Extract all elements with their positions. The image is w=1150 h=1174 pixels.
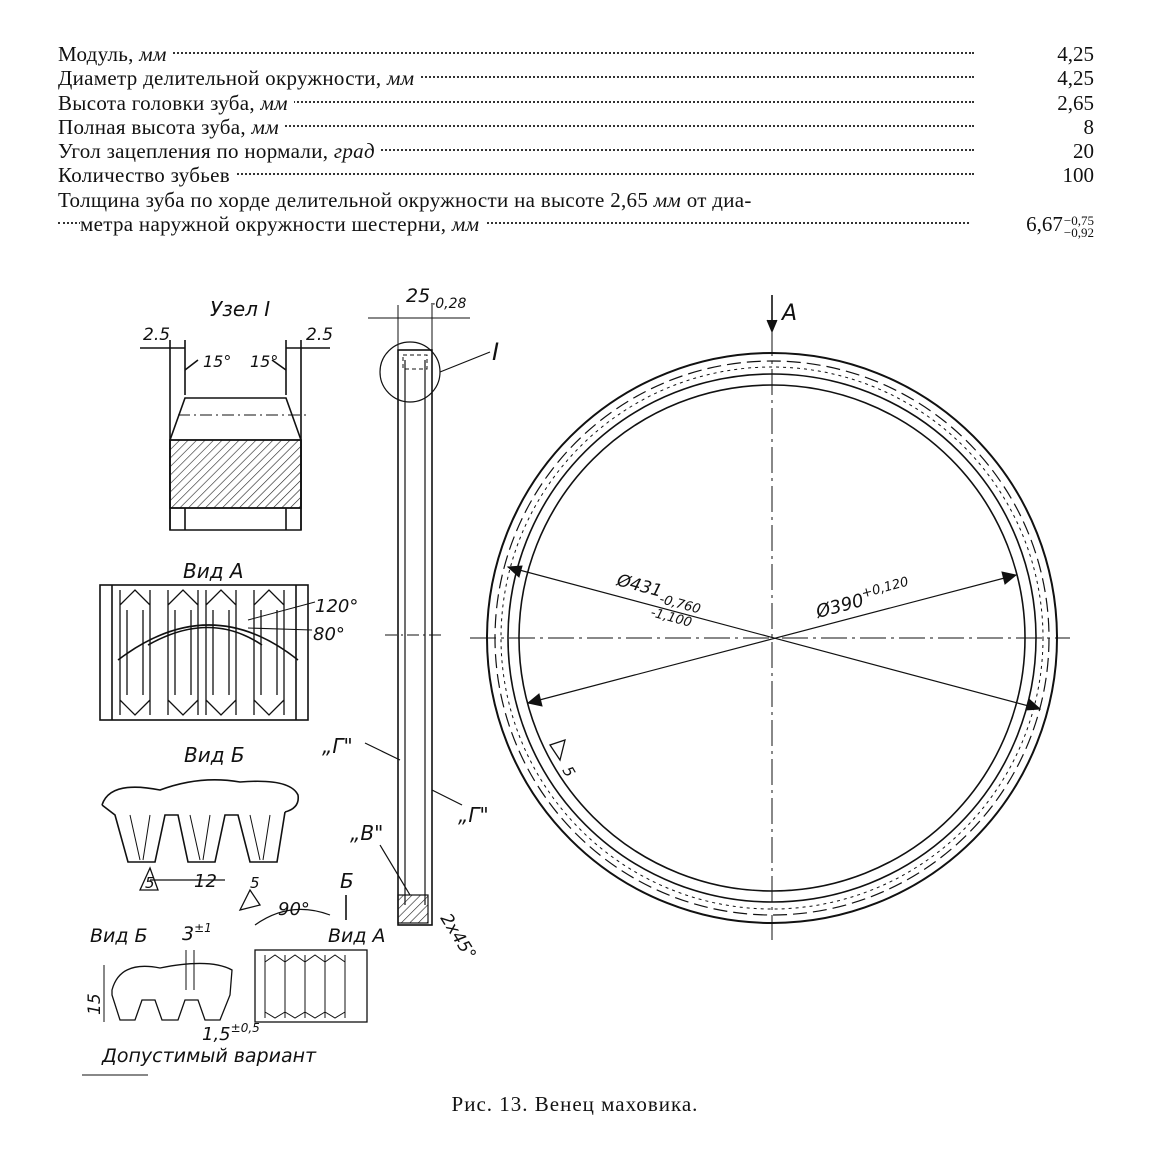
chamfer-label: 2х45° [436, 910, 480, 964]
spec-value: 4,25 [1057, 66, 1094, 91]
leader-dots [58, 124, 974, 127]
label-G-left: „Г" [322, 734, 353, 758]
leader-dots [58, 149, 974, 152]
spec-row: Толщина зуба по хорде делительной окружн… [58, 187, 1094, 212]
spec-row: Диаметр делительной окружности, мм 4,25 [58, 66, 1094, 91]
leader-dots [58, 173, 974, 176]
leader-dots [58, 52, 974, 54]
spec-unit: мм [451, 212, 480, 237]
spec-unit: мм [653, 187, 682, 212]
detail-node-I: Узел I 2.5 2.5 15° 15° [140, 297, 333, 531]
tolerance: −0,75−0,92 [1063, 213, 1094, 241]
spec-row: метра наружной окружности шестерни, мм 6… [58, 212, 1094, 239]
spec-value: 20 [1073, 139, 1094, 164]
angle-15-right: 15° [250, 352, 278, 371]
spec-value: 4,25 [1057, 42, 1094, 66]
spec-row: Угол зацепления по нормали, град 20 [58, 139, 1094, 164]
spec-label: Полная высота зуба, [58, 114, 246, 139]
spec-label: Модуль, [58, 42, 134, 66]
spec-unit: мм [386, 66, 415, 91]
view-B-profile: Вид Б 12 5 5 [101, 743, 300, 911]
view-B-small-title: Вид Б [90, 925, 148, 947]
figure-caption: Рис. 13. Венец маховика. [451, 1092, 699, 1116]
small-views: 90° Б Вид Б Вид А 3±1 15 1,5±0,5 Допусти… [82, 869, 386, 1076]
rim-side-section: 25-0,28 I „Г" „Г" „В" 2х45° [322, 285, 499, 964]
view-B-title: Вид Б [184, 743, 245, 767]
spec-value: 8 [1083, 114, 1095, 139]
dim-1-5: 1,5±0,5 [202, 1021, 260, 1045]
leader-dots [58, 100, 974, 103]
spec-table: Модуль, мм 4,25 Диаметр делительной окру… [58, 42, 1095, 239]
spec-unit: мм [139, 42, 167, 66]
dim-3: 3±1 [182, 921, 212, 945]
label-B: Б [340, 869, 354, 893]
spec-label: Толщина зуба по хорде делительной окружн… [58, 187, 649, 212]
label-G-right: „Г" [458, 803, 489, 827]
width-dim: 25-0,28 [406, 285, 467, 312]
spec-row: Модуль, мм 4,25 [58, 42, 1094, 66]
spec-row: Количество зубьев 100 [58, 163, 1095, 188]
dim-15: 15 [85, 993, 105, 1015]
detail-node-title: Узел I [210, 297, 270, 321]
spec-label: Угол зацепления по нормали, [58, 139, 329, 164]
spec-value: 100 [1062, 163, 1095, 188]
angle-80: 80° [313, 624, 345, 645]
spec-unit: мм [260, 90, 288, 115]
spec-label: Высота головки зуба, [58, 90, 255, 115]
angle-120: 120° [315, 596, 358, 617]
angle-15-left: 15° [203, 352, 231, 371]
spec-value: 6,67−0,75−0,92 [1026, 212, 1094, 239]
tolerance-lower: −0,92 [1063, 225, 1094, 241]
view-A-arrow-label: A [780, 301, 797, 326]
rim-front-view: A Ø431-0,760 -1,100 Ø390+0,120 5 [470, 295, 1070, 940]
spec-label: Диаметр делительной окружности, [58, 66, 382, 91]
allowed-variant-label: Допустимый вариант [101, 1045, 317, 1067]
spec-unit: град [333, 139, 375, 164]
view-A-teeth: Вид А 120° 80° [99, 559, 358, 721]
spec-row: Полная высота зуба, мм 8 [58, 114, 1095, 139]
pitch-12: 12 [194, 871, 217, 892]
label-V: „В" [350, 821, 383, 845]
spec-label-tail: от диа- [686, 187, 752, 212]
roughness-5b: 5 [250, 874, 260, 892]
spec-unit: мм [251, 114, 279, 139]
dim-2-5-right: 2.5 [306, 325, 333, 345]
leader-dots [58, 222, 969, 225]
spec-row: Высота головки зуба, мм 2,65 [58, 90, 1094, 115]
spec-label: Количество зубьев [58, 163, 231, 188]
view-A-title: Вид А [183, 559, 244, 583]
leader-dots [58, 76, 974, 79]
dim-2-5-left: 2.5 [143, 325, 170, 345]
view-A-small-title: Вид А [328, 925, 386, 947]
spec-label: метра наружной окружности шестерни, [80, 212, 447, 237]
node-I-label: I [492, 338, 499, 366]
spec-value: 2,65 [1057, 90, 1094, 115]
spec-value-number: 6,67 [1026, 212, 1063, 237]
roughness-5a: 5 [145, 874, 155, 892]
tolerance-upper: −0,75 [1063, 213, 1094, 229]
